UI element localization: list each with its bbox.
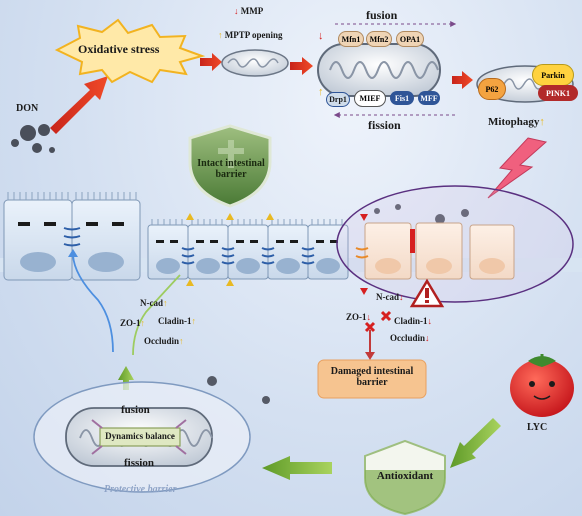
fission-bottom-label: fission	[124, 457, 154, 469]
damaged-down-arrows	[360, 214, 368, 295]
damage-arrow-head	[365, 352, 375, 360]
mmp-label: ↓ MMP	[234, 6, 263, 16]
protective-link-green	[132, 274, 181, 356]
dynamics-balance-box	[99, 427, 181, 447]
protective-up-arrow	[118, 366, 134, 390]
ncad-right-down: ↓	[399, 292, 404, 302]
zo1-right-text: ZO-1	[346, 312, 367, 322]
mptp-text: MPTP opening	[224, 30, 283, 40]
oxidative-stress-label: Oxidative stress	[78, 42, 160, 56]
antioxidant-label: Antioxidant	[376, 470, 434, 482]
cell-faces	[18, 222, 338, 243]
mptp-up-arrow: ↑	[218, 30, 223, 40]
mmp-down-arrow: ↓	[234, 6, 239, 16]
dynamics-balance-label: Dynamics balance	[105, 431, 175, 441]
lyc-label: LYC	[527, 422, 548, 433]
occludin-right-label: Occludin↓	[390, 333, 430, 343]
mfn1-protein: Mfn1	[338, 31, 364, 47]
ncad-right-text: N-cad	[376, 292, 399, 302]
zo1-right-down: ↓	[366, 312, 372, 322]
dynamics-mitochondrion	[317, 43, 441, 97]
mitophagy-up-arrow: ↑	[539, 116, 545, 128]
fusion-bottom-label: fusion	[121, 404, 150, 416]
zo1-left-up: ↑	[140, 318, 146, 328]
drp1-protein: Drp1	[326, 92, 350, 107]
parkin-protein: Parkin	[532, 64, 574, 86]
intact-barrier-shield-icon	[188, 124, 272, 208]
cladin1-left-up: ↑	[191, 316, 197, 326]
fission-up-arrow: ↑	[318, 86, 324, 98]
warning-icon	[409, 278, 445, 308]
intact-barrier-label: Intact intestinal barrier	[186, 158, 276, 180]
lightning-icon	[487, 137, 548, 199]
damaged-barrier-line2: barrier	[356, 377, 388, 388]
mptp-label: ↑ MPTP opening	[218, 30, 283, 40]
cladin1-right-label: Cladin-1↓	[394, 316, 432, 326]
damaged-barrier-line1: Damaged intestinal	[330, 366, 414, 377]
ncad-left-label: N-cad↑	[140, 298, 168, 308]
damaged-barrier-label: Damaged intestinal barrier	[318, 366, 426, 388]
ncad-left-up: ↑	[163, 298, 168, 308]
zo1-left-label: ZO-1↑	[120, 318, 145, 328]
p62-protein: P62	[478, 78, 506, 100]
zo1-left-text: ZO-1	[120, 318, 141, 328]
protective-barrier-label: Protective barrier	[104, 484, 177, 495]
occludin-left-label: Occludin↑	[144, 336, 184, 346]
fusion-top-label: fusion	[366, 8, 398, 22]
don-label: DON	[16, 103, 39, 114]
tight-junctions	[63, 227, 315, 265]
mitophagy-label: Mitophagy↑	[488, 116, 545, 128]
occludin-right-down: ↓	[425, 333, 430, 343]
damaged-nuclei	[375, 258, 505, 274]
protective-link-blue-head	[68, 249, 78, 257]
mitophagy-text: Mitophagy	[488, 116, 540, 128]
barrier-up-arrows	[186, 213, 274, 286]
mfn2-protein: Mfn2	[366, 31, 392, 47]
tomato-icon	[510, 354, 574, 417]
opa1-protein: OPA1	[396, 31, 424, 47]
don-to-stress-arrow	[50, 76, 108, 134]
lyc-to-antioxidant-arrow	[450, 418, 501, 468]
occludin-left-text: Occludin	[144, 336, 180, 346]
small-mitochondrion	[221, 49, 289, 77]
protective-link-blue	[72, 254, 114, 353]
nuclei	[20, 252, 340, 274]
balance-arrows	[91, 419, 187, 455]
intact-barrier-line1: Intact intestinal	[197, 158, 265, 169]
stress-to-mito-arrow	[200, 53, 222, 71]
fusion-down-arrow: ↓	[318, 30, 324, 42]
antioxidant-to-barrier-arrow	[262, 456, 332, 480]
cladin1-left-text: Cladin-1	[158, 316, 192, 326]
mief-protein: MIEF	[354, 90, 386, 107]
microvilli	[7, 192, 343, 225]
zo1-right-label: ZO-1↓	[346, 312, 371, 322]
damaged-junctions	[355, 247, 369, 259]
intact-barrier-line2: barrier	[215, 169, 247, 180]
dynamics-to-mitophagy-arrow	[452, 71, 473, 89]
mmp-text: MMP	[240, 6, 264, 16]
cladin1-right-text: Cladin-1	[394, 316, 428, 326]
barrier-break-mark	[410, 229, 415, 253]
fis1-protein: Fis1	[390, 91, 414, 105]
cladin1-left-label: Cladin-1↑	[158, 316, 196, 326]
blocked-x-icon	[364, 310, 392, 333]
ncad-right-label: N-cad↓	[376, 292, 404, 302]
mff-protein: MFF	[418, 91, 440, 105]
oxidative-stress-burst	[54, 18, 206, 84]
ncad-left-text: N-cad	[140, 298, 163, 308]
damaged-barrier-box	[317, 359, 427, 399]
pink1-protein: PINK1	[538, 85, 578, 101]
cladin1-right-down: ↓	[427, 316, 433, 326]
mito-to-dynamics-arrow	[290, 57, 313, 75]
don-virus-icon	[11, 124, 55, 153]
occludin-right-text: Occludin	[390, 333, 426, 343]
antioxidant-shield-icon	[364, 439, 446, 516]
occludin-left-up: ↑	[179, 336, 184, 346]
fission-top-label: fission	[368, 118, 401, 132]
